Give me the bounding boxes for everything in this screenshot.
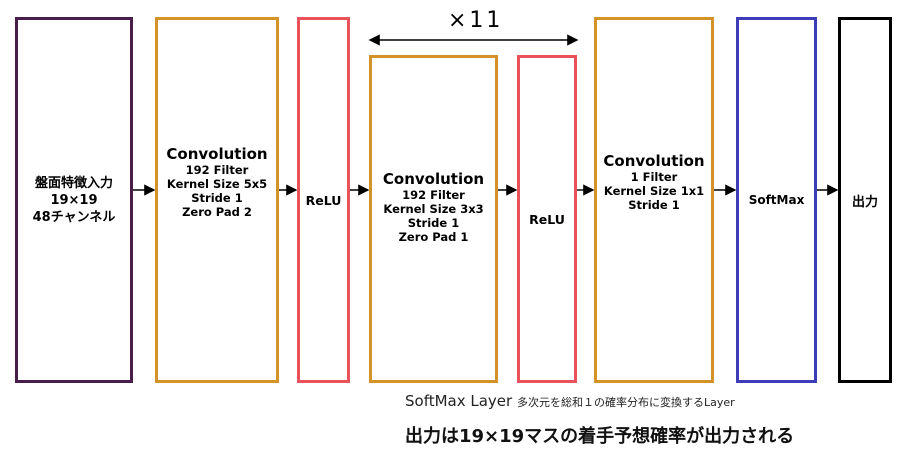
- relu1-title: ReLU: [305, 192, 342, 208]
- conv3-line-3: Stride 1: [628, 198, 680, 212]
- conv1-line-1: 192 Filter: [185, 163, 249, 177]
- conv3-line-2: Kernel Size 1x1: [603, 184, 705, 198]
- output-block: 出力: [838, 17, 892, 383]
- conv1-line-2: Kernel Size 5x5: [166, 177, 268, 191]
- repeat-count-label: ×11: [448, 8, 504, 33]
- conv2-line-3: Stride 1: [407, 216, 460, 230]
- relu2-title: ReLU: [529, 211, 565, 227]
- conv2-line-2: Kernel Size 3x3: [383, 202, 484, 216]
- conv2-title: Convolution: [382, 170, 485, 188]
- softmax-title: SoftMax: [748, 193, 805, 207]
- output-title: 出力: [851, 194, 878, 210]
- input-line-2: 19×19: [50, 192, 98, 208]
- softmax-note-name: SoftMax Layer: [405, 392, 513, 410]
- input-features-block: 盤面特徴入力 19×19 48チャンネル: [15, 17, 133, 383]
- conv3-title: Convolution: [603, 152, 705, 170]
- conv1-line-3: Stride 1: [191, 191, 243, 205]
- conv3-line-1: 1 Filter: [630, 170, 678, 184]
- relu2-block: ReLU: [517, 55, 577, 383]
- conv2-line-1: 192 Filter: [402, 188, 465, 202]
- conv1-line-4: Zero Pad 2: [182, 205, 252, 219]
- relu1-block: ReLU: [297, 17, 350, 383]
- input-line-3: 48チャンネル: [32, 209, 116, 225]
- softmax-block: SoftMax: [736, 17, 817, 383]
- softmax-note-desc: 多次元を総和１の確率分布に変換するLayer: [516, 396, 735, 409]
- conv2-line-4: Zero Pad 1: [398, 230, 469, 244]
- output-note: 出力は19×19マスの着手予想確率が出力される: [405, 426, 795, 447]
- conv1-block: Convolution 192 Filter Kernel Size 5x5 S…: [155, 17, 279, 383]
- softmax-note: SoftMax Layer 多次元を総和１の確率分布に変換するLayer: [405, 392, 735, 410]
- conv3-block: Convolution 1 Filter Kernel Size 1x1 Str…: [594, 17, 714, 383]
- conv1-title: Convolution: [166, 145, 268, 163]
- conv2-block: Convolution 192 Filter Kernel Size 3x3 S…: [369, 55, 498, 383]
- input-line-1: 盤面特徴入力: [34, 175, 113, 191]
